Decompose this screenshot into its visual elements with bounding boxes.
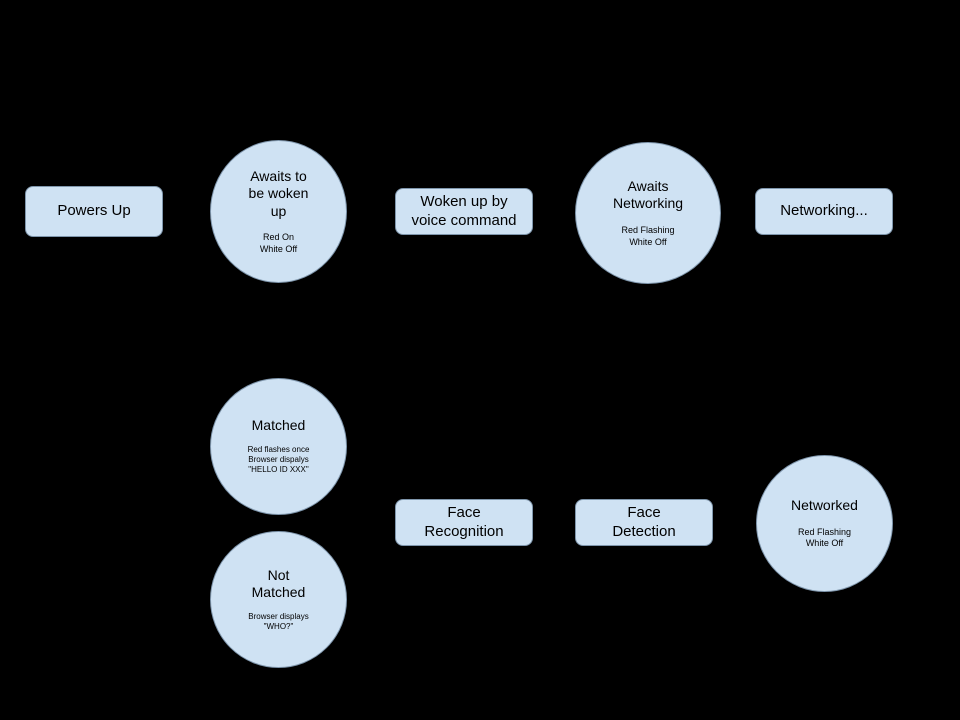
node-powers-up: Powers Up <box>25 186 163 237</box>
node-face-detection: Face Detection <box>575 499 713 546</box>
node-face-detection-label: Face Detection <box>612 503 676 540</box>
node-face-recognition-label: Face Recognition <box>424 503 504 540</box>
node-face-recognition: Face Recognition <box>395 499 533 546</box>
node-awaits-networking-status: Red Flashing White Off <box>621 224 675 247</box>
node-awaits-to-be-woken-up-label: Awaits to be woken up <box>248 167 309 219</box>
node-woken-up-by-voice-command: Woken up by voice command <box>395 188 533 235</box>
node-powers-up-label: Powers Up <box>57 202 131 220</box>
node-networking: Networking... <box>755 188 893 235</box>
node-not-matched-label: Not Matched <box>251 566 306 601</box>
node-matched: Matched Red flashes once Browser dispaly… <box>210 378 347 515</box>
node-awaits-to-be-woken-up: Awaits to be woken up Red On White Off <box>210 140 347 283</box>
node-awaits-networking-label: Awaits Networking <box>612 177 684 212</box>
node-networking-label: Networking... <box>780 202 868 220</box>
node-networked-label: Networked <box>791 497 858 514</box>
node-awaits-networking: Awaits Networking Red Flashing White Off <box>575 142 721 284</box>
node-matched-label: Matched <box>251 417 306 434</box>
node-woken-up-by-voice-command-label: Woken up by voice command <box>411 192 517 229</box>
node-networked-status: Red Flashing White Off <box>797 526 852 549</box>
node-not-matched: Not Matched Browser displays "WHO?" <box>210 531 347 668</box>
node-matched-status: Red flashes once Browser dispalys "HELLO… <box>247 444 310 475</box>
node-awaits-to-be-woken-up-status: Red On White Off <box>259 232 298 254</box>
node-networked: Networked Red Flashing White Off <box>756 455 893 592</box>
node-not-matched-status: Browser displays "WHO?" <box>248 611 309 631</box>
